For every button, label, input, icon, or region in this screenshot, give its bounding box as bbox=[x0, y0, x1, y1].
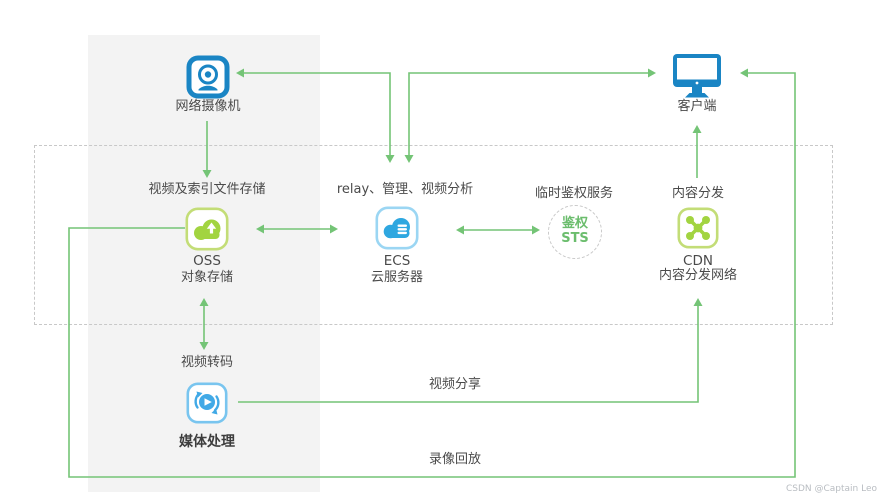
oss-cloud-icon bbox=[185, 207, 229, 251]
client-monitor-icon bbox=[673, 54, 721, 98]
oss-desc: 对象存储 bbox=[180, 270, 234, 285]
ecs-name: ECS bbox=[383, 253, 411, 269]
watermark: CSDN @Captain Leo bbox=[785, 484, 877, 494]
ecs-desc: 云服务器 bbox=[370, 270, 424, 285]
video-share-label: 视频分享 bbox=[428, 377, 482, 392]
webcam-icon bbox=[186, 55, 230, 99]
media-processing-icon bbox=[186, 382, 228, 424]
cdn-name: CDN bbox=[683, 253, 713, 269]
ecs-cloud-server-icon bbox=[375, 206, 419, 250]
media-processing-label: 媒体处理 bbox=[179, 434, 235, 450]
playback-label: 录像回放 bbox=[428, 452, 482, 467]
sts-badge-line2: STS bbox=[561, 231, 589, 246]
transcode-caption: 视频转码 bbox=[180, 355, 234, 370]
oss-name: OSS bbox=[193, 253, 221, 269]
client-label: 客户端 bbox=[677, 99, 717, 114]
sts-badge-line1: 鉴权 bbox=[561, 216, 588, 232]
cdn-caption: 内容分发 bbox=[671, 186, 725, 201]
storage-label: 视频及索引文件存储 bbox=[148, 182, 266, 197]
sts-caption: 临时鉴权服务 bbox=[534, 186, 614, 201]
ecs-caption: relay、管理、视频分析 bbox=[336, 182, 474, 197]
sts-auth-badge: 鉴权 STS bbox=[548, 205, 602, 259]
cdn-desc: 内容分发网络 bbox=[658, 268, 738, 283]
camera-label: 网络摄像机 bbox=[175, 99, 241, 114]
cdn-network-icon bbox=[677, 207, 719, 249]
